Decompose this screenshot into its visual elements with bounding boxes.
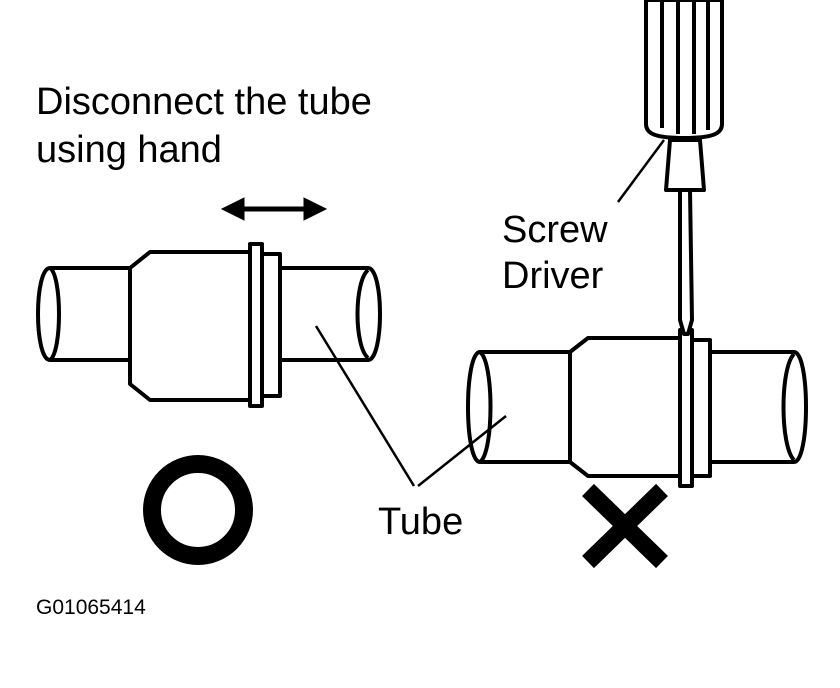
tube-label: Tube <box>378 501 463 543</box>
screwdriver-label-line-1: Screw <box>502 209 608 251</box>
right-pipe-right <box>708 350 808 464</box>
right-coupling-body <box>568 336 684 478</box>
cross-icon <box>582 483 668 569</box>
screwdriver-ferrule <box>664 138 706 192</box>
screwdriver-leader <box>616 139 666 203</box>
circle-icon <box>143 455 253 565</box>
leader-lines <box>314 139 666 487</box>
left-tube-assembly <box>36 242 382 408</box>
figure-code: G01065414 <box>36 596 146 619</box>
right-flange-ring-2 <box>690 338 712 478</box>
right-pipe-left <box>480 350 574 464</box>
screwdriver-handle <box>644 0 724 140</box>
left-pipe-left-end <box>36 266 61 362</box>
double-arrow-icon <box>220 197 328 221</box>
screwdriver-label-line-2: Driver <box>502 255 604 297</box>
right-tube-assembly <box>466 328 808 488</box>
tube-leader-left <box>314 325 416 487</box>
tube-leader-right <box>417 415 507 487</box>
left-pipe-right <box>278 266 382 362</box>
left-pipe-right-end <box>355 268 370 360</box>
left-flange-ring-2 <box>260 252 282 398</box>
left-coupling-body <box>128 250 254 402</box>
right-pipe-left-end <box>466 350 493 464</box>
instruction-line-2: using hand <box>36 129 222 171</box>
left-pipe-left <box>50 266 134 362</box>
screwdriver-tool <box>644 0 724 336</box>
instruction-line-1: Disconnect the tube <box>36 81 372 123</box>
right-pipe-right-end <box>781 352 796 462</box>
screwdriver-shaft <box>678 188 694 336</box>
